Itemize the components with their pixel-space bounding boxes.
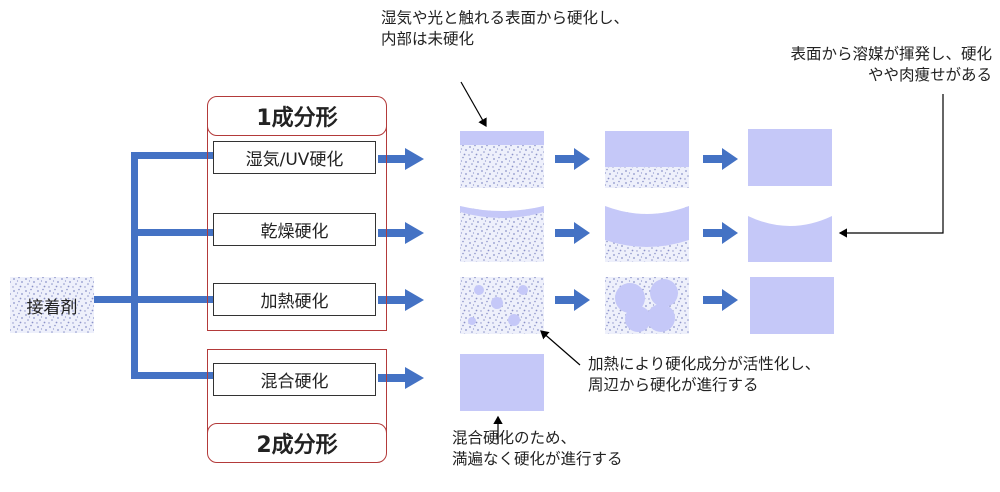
stage-moisture-1 <box>460 131 544 188</box>
stage-moisture-2 <box>605 131 689 188</box>
method-moisture-uv-text: 湿気/UV硬化 <box>245 150 344 170</box>
callout-moisture <box>460 81 487 128</box>
note-moisture-line1: 湿気や光と触れる表面から硬化し、 <box>381 9 630 27</box>
note-drying-line2: やや肉痩せがある <box>867 66 992 84</box>
adhesive-text: 接着剤 <box>26 297 78 318</box>
one-component-title: 1成分形 <box>207 96 387 136</box>
method-heating-text: 加熱硬化 <box>260 292 329 312</box>
note-drying-line1: 表面から溶媒が揮発し、硬化 <box>790 45 992 63</box>
stage-heating-3 <box>750 277 834 334</box>
one-component-title-text: 1成分形 <box>256 106 338 131</box>
method-arrows <box>378 148 424 389</box>
arrow-mixing <box>378 367 424 389</box>
method-mixing: 混合硬化 <box>213 363 376 396</box>
stage-drying-2 <box>605 206 689 262</box>
stage-heating-1 <box>460 277 544 334</box>
callout-lines <box>460 81 944 444</box>
note-drying: 表面から溶媒が揮発し、硬化 やや肉痩せがある <box>790 44 992 86</box>
method-heating: 加熱硬化 <box>213 283 376 316</box>
callout-drying <box>838 94 944 238</box>
method-drying-text: 乾燥硬化 <box>260 222 329 242</box>
method-moisture-uv: 湿気/UV硬化 <box>213 141 376 174</box>
stage-drying-1 <box>460 206 544 262</box>
callout-heating <box>540 330 581 366</box>
note-mixing-line2: 満遍なく硬化が進行する <box>452 450 623 468</box>
stage-heating-2 <box>605 277 689 334</box>
method-mixing-text: 混合硬化 <box>260 372 329 392</box>
note-mixing-line1: 混合硬化のため、 <box>452 429 577 447</box>
adhesive-label: 接着剤 <box>10 277 94 333</box>
stage-arrows <box>555 148 738 311</box>
note-moisture: 湿気や光と触れる表面から硬化し、 内部は未硬化 <box>381 8 629 50</box>
note-mixing: 混合硬化のため、 満遍なく硬化が進行する <box>452 428 623 470</box>
note-heating-line1: 加熱により硬化成分が活性化し、 <box>588 355 821 373</box>
note-moisture-line2: 内部は未硬化 <box>381 30 475 48</box>
two-component-title: 2成分形 <box>207 423 387 463</box>
stage-mixing-1 <box>460 354 544 411</box>
stage-drying-3 <box>748 216 832 262</box>
arrow-moisture <box>378 148 424 170</box>
adhesive-box <box>10 277 94 333</box>
arrow-heating <box>378 289 424 311</box>
arrow-drying <box>378 222 424 244</box>
two-component-title-text: 2成分形 <box>256 433 338 458</box>
stage-moisture-3 <box>748 129 832 186</box>
note-heating-line2: 周辺から硬化が進行する <box>588 376 759 394</box>
connector-lines <box>94 152 214 379</box>
note-heating: 加熱により硬化成分が活性化し、 周辺から硬化が進行する <box>588 354 820 396</box>
method-drying: 乾燥硬化 <box>213 213 376 246</box>
